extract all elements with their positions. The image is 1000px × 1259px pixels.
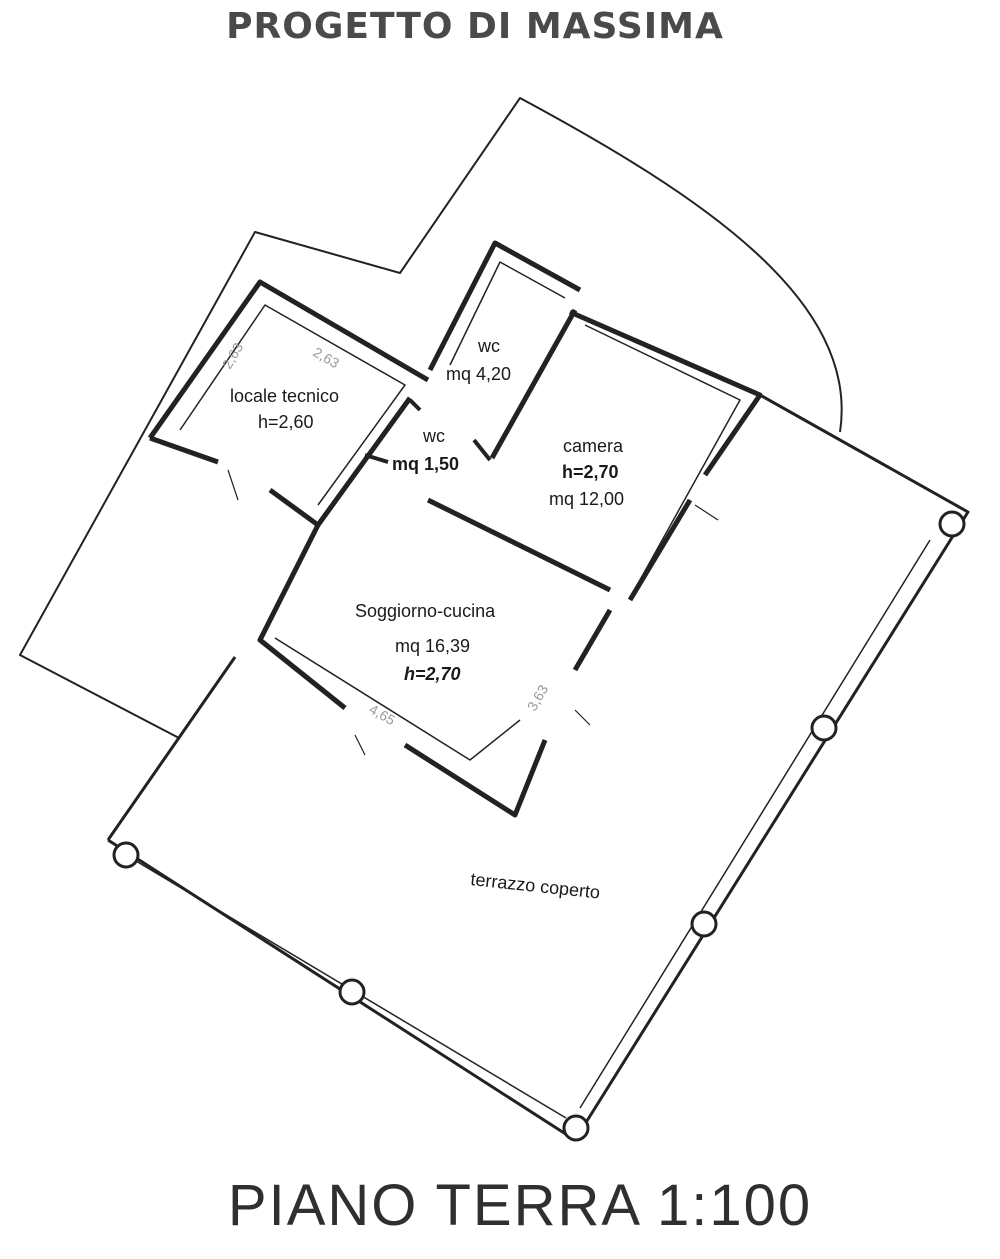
camera-walls <box>426 309 763 602</box>
soggiorno-height: h=2,70 <box>404 664 461 684</box>
dim-sogg-width: 4,65 <box>367 701 399 729</box>
plan-title: PROGETTO DI MASSIMA <box>226 6 724 47</box>
camera-height: h=2,70 <box>562 462 619 482</box>
locale-tecnico-height: h=2,60 <box>258 412 314 432</box>
soggiorno-area: mq 16,39 <box>395 636 470 656</box>
dimension-ticks <box>227 469 719 756</box>
column <box>338 978 366 1006</box>
terrace-outline <box>106 393 970 1142</box>
wc-large-walls <box>427 240 582 460</box>
dim-lt-width: 2,63 <box>311 344 343 372</box>
camera-area: mq 12,00 <box>549 489 624 509</box>
wc-small-walls <box>364 398 492 464</box>
terrace-inner-edge <box>125 539 931 1119</box>
camera-inner <box>584 324 741 581</box>
column <box>938 510 966 538</box>
soggiorno-walls <box>257 523 613 818</box>
dim-lt-depth: 2,63 <box>219 340 247 372</box>
column <box>562 1114 590 1142</box>
soggiorno-inner <box>274 637 521 761</box>
column <box>810 714 838 742</box>
site-outline <box>19 97 843 739</box>
locale-tecnico-name: locale tecnico <box>230 386 339 406</box>
column <box>690 910 718 938</box>
column <box>112 841 140 869</box>
terrazzo-name: terrazzo coperto <box>470 869 601 902</box>
wc-large-name: wc <box>477 336 500 356</box>
wc-small-area: mq 1,50 <box>392 454 459 474</box>
camera-name: camera <box>563 436 624 456</box>
locale-tecnico-inner <box>179 304 406 506</box>
dim-sogg-depth: 3,63 <box>524 682 552 714</box>
wc-small-name: wc <box>422 426 445 446</box>
soggiorno-name: Soggiorno-cucina <box>355 601 496 621</box>
wc-large-inner <box>449 261 566 366</box>
plan-subtitle: PIANO TERRA 1:100 <box>227 1173 813 1238</box>
wc-large-area: mq 4,20 <box>446 364 511 384</box>
